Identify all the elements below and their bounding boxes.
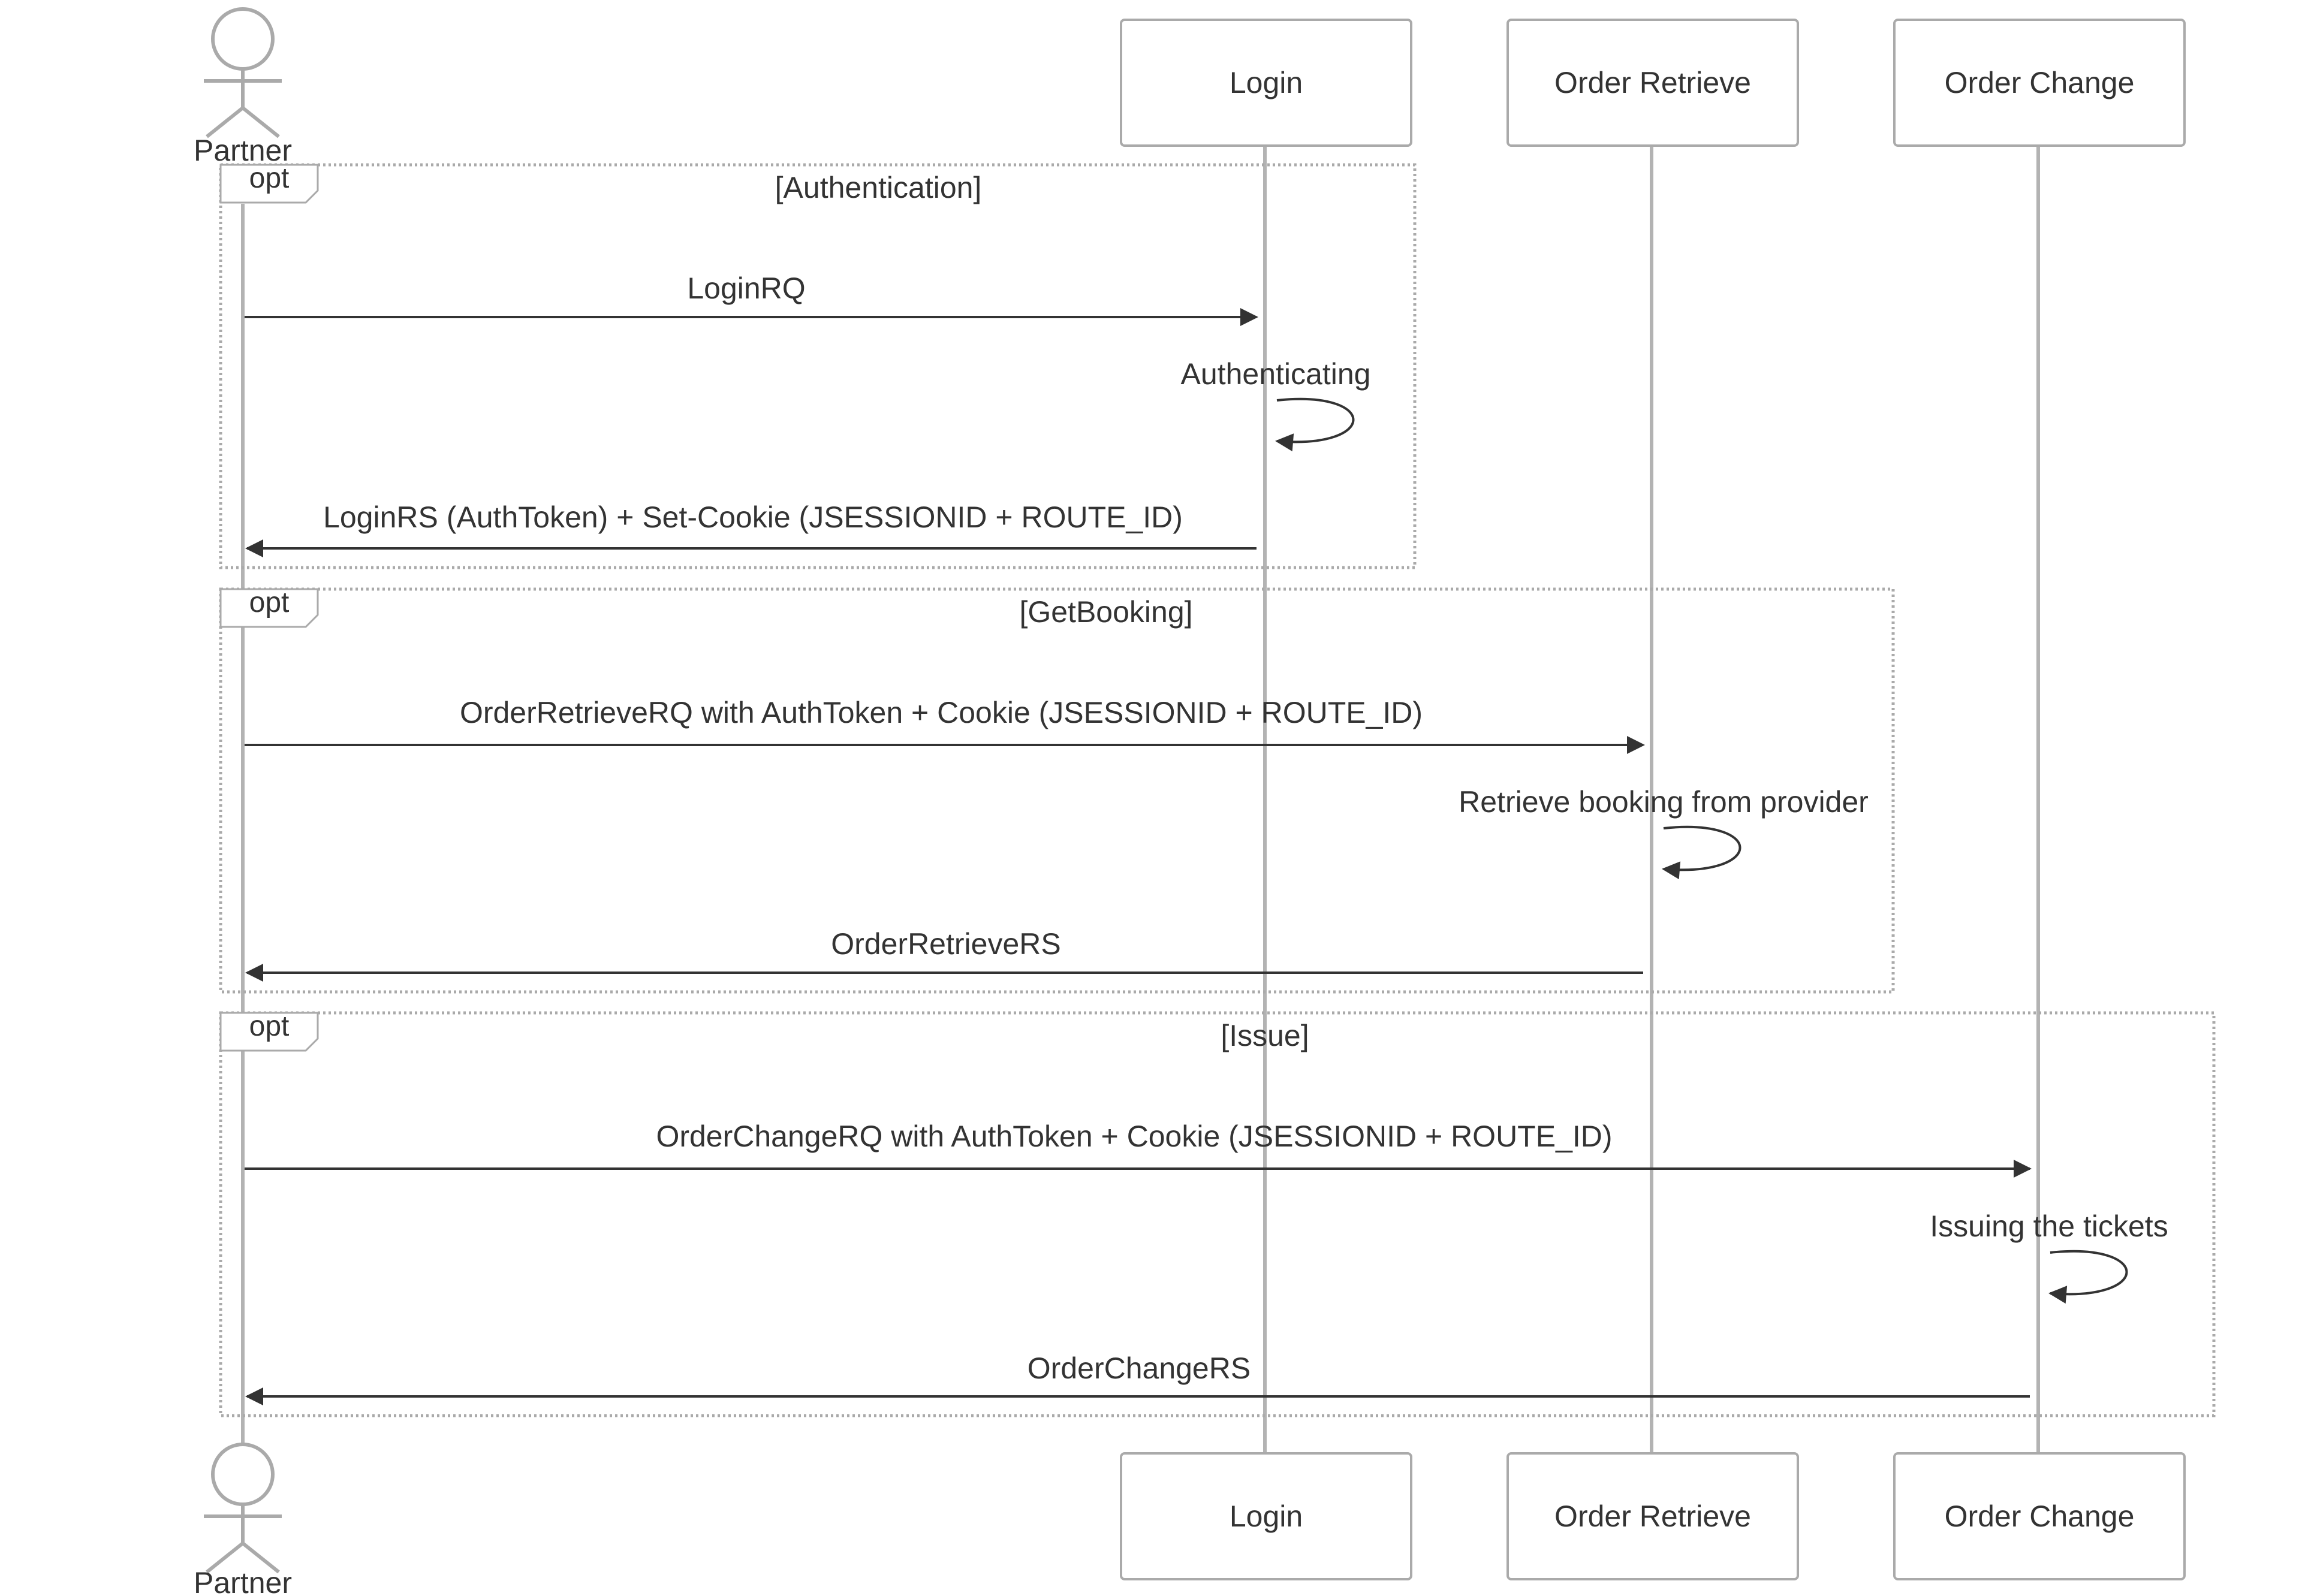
fragment-kind-label: opt xyxy=(249,162,290,194)
actor-head xyxy=(211,1443,275,1506)
message-authenticating: Authenticating xyxy=(1181,357,1371,452)
message-label: LoginRQ xyxy=(687,271,805,305)
participant-login-top: Login xyxy=(1120,19,1412,147)
fragment-kind-label: opt xyxy=(249,1010,290,1042)
participant-label: Order Change xyxy=(1945,66,2135,99)
participant-order-retrieve-top: Order Retrieve xyxy=(1506,19,1799,147)
message-retrieve-booking: Retrieve booking from provider xyxy=(1459,785,1869,880)
fragment-border xyxy=(219,587,1895,994)
actor-head xyxy=(211,7,275,71)
message-label: OrderChangeRQ with AuthToken + Cookie (J… xyxy=(656,1120,1612,1153)
message-orderretrieverq: OrderRetrieveRQ with AuthToken + Cookie … xyxy=(245,696,1645,754)
actor-leg-left xyxy=(206,1541,244,1574)
message-label: OrderRetrieveRS xyxy=(831,927,1060,961)
message-issuing-tickets: Issuing the tickets xyxy=(1930,1209,2168,1304)
fragment-guard: [Issue] xyxy=(1221,1019,1309,1052)
lifelines xyxy=(241,144,2040,1453)
participant-order-change-bottom: Order Change xyxy=(1893,1452,2186,1580)
actor-leg-right xyxy=(242,1541,280,1574)
message-loginrq: LoginRQ xyxy=(245,271,1258,326)
self-call-arrow xyxy=(2048,1250,2128,1304)
message-label: OrderRetrieveRQ with AuthToken + Cookie … xyxy=(460,696,1423,729)
fragment-tag xyxy=(219,1012,319,1052)
message-orderchangerq: OrderChangeRQ with AuthToken + Cookie (J… xyxy=(245,1120,2032,1178)
message-orderchangers: OrderChangeRS xyxy=(245,1351,2030,1405)
actor-partner-bottom xyxy=(204,1443,282,1574)
fragment-kind-label: opt xyxy=(249,587,290,619)
self-call-arrow xyxy=(1275,397,1355,452)
participant-login-bottom: Login xyxy=(1120,1452,1412,1580)
message-label: Issuing the tickets xyxy=(1930,1209,2168,1243)
participant-label: Order Change xyxy=(1945,1500,2135,1533)
message-label: OrderChangeRS xyxy=(1028,1351,1251,1385)
participant-box xyxy=(1893,19,2186,147)
participant-order-change-top: Order Change xyxy=(1893,19,2186,147)
actor-label-top: Partner xyxy=(194,134,292,167)
fragment-guard: [GetBooking] xyxy=(1019,595,1192,629)
opt-fragment-authentication: opt [Authentication] xyxy=(219,162,1417,569)
participant-order-retrieve-bottom: Order Retrieve xyxy=(1506,1452,1799,1580)
message-orderretrievers: OrderRetrieveRS xyxy=(245,927,1643,982)
actor-leg-right xyxy=(242,106,280,138)
self-call-arrow xyxy=(1662,825,1741,880)
message-label: Retrieve booking from provider xyxy=(1459,785,1869,819)
message-label: Authenticating xyxy=(1181,357,1371,391)
actor-label-bottom: Partner xyxy=(194,1566,292,1596)
opt-fragment-getbooking: opt [GetBooking] xyxy=(219,587,1895,994)
fragment-tag xyxy=(219,164,319,204)
participant-label: Login xyxy=(1230,66,1303,99)
participant-label: Order Retrieve xyxy=(1554,1500,1751,1533)
participant-label: Order Retrieve xyxy=(1554,66,1751,99)
participant-box xyxy=(1506,19,1799,147)
message-label: LoginRS (AuthToken) + Set-Cookie (JSESSI… xyxy=(323,500,1183,534)
participant-box xyxy=(1506,1452,1799,1580)
fragment-guard: [Authentication] xyxy=(775,171,982,204)
message-loginrs: LoginRS (AuthToken) + Set-Cookie (JSESSI… xyxy=(245,500,1257,557)
participant-box xyxy=(1893,1452,2186,1580)
fragment-tag xyxy=(219,588,319,628)
participant-box xyxy=(1120,19,1412,147)
participant-box xyxy=(1120,1452,1412,1580)
actor-leg-left xyxy=(206,106,244,138)
participant-label: Login xyxy=(1230,1500,1303,1533)
actor-partner-top xyxy=(204,7,282,138)
opt-fragment-issue: opt [Issue] xyxy=(219,1010,2216,1417)
